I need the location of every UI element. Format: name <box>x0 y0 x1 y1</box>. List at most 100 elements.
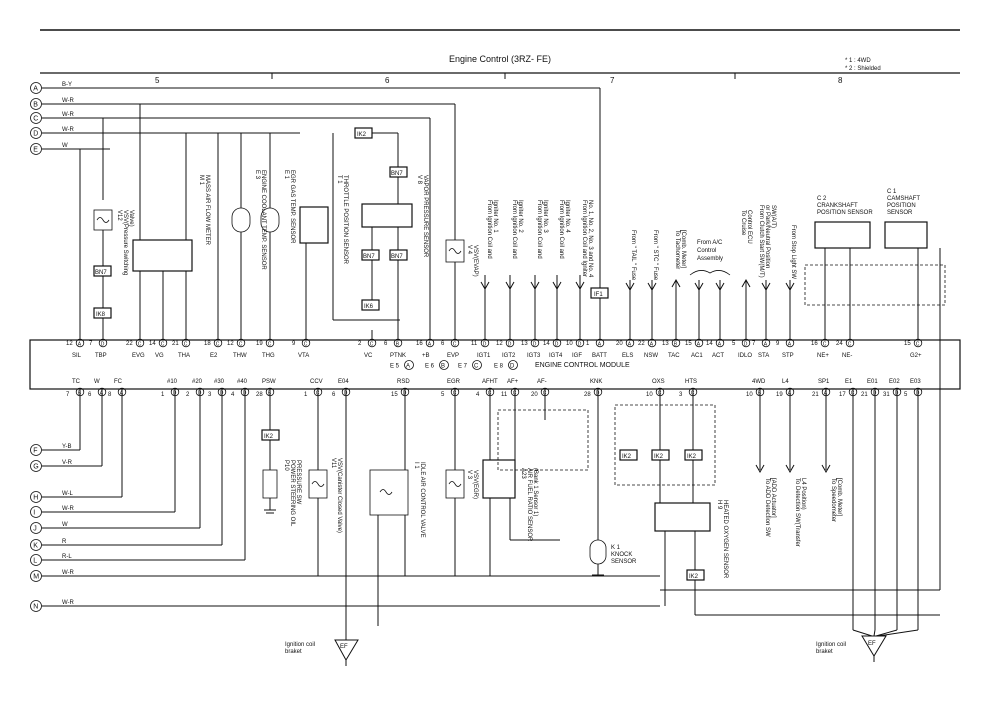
right-inputs <box>625 278 795 340</box>
ecu-top-pin-connector: A <box>697 342 701 348</box>
ecu-bottom-pin-name: W <box>94 379 100 385</box>
ecu-bottom-pin-name: E01 <box>867 379 878 385</box>
note-shielded: * 2 : Shielded <box>845 66 881 72</box>
ground-ef-left: EF Ignition coil braket <box>285 639 359 662</box>
svg-text:AIR FUEL RATIO SENSOR: AIR FUEL RATIO SENSOR <box>526 468 532 542</box>
igniter-label: From Ignition Coil and <box>558 200 564 259</box>
air-fuel-ratio-sensor-label: A23 AIR FUEL RATIO SENSOR (Bank 1 Sensor… <box>520 468 538 542</box>
ecu-bottom-pin-number: 19 <box>776 392 783 398</box>
connector-bn7-c-label: BN7 <box>363 254 375 260</box>
idle-air-control-valve-label: I 1 IDLE AIR CONTROL VALVE <box>413 462 425 538</box>
crankshaft-position-sensor <box>814 221 871 249</box>
igniter-inputs: From Ignition Coil and Igniter No. 1 From … <box>480 200 593 340</box>
ecu-top-pin-name: +B <box>422 353 430 359</box>
left-terminal-letter: I <box>33 510 35 517</box>
ecu-bottom-pin-number: 8 <box>108 392 112 398</box>
ecu-bottom-pin-number: 1 <box>161 392 165 398</box>
section-6: 6 <box>385 76 390 85</box>
connector-ik2-b-label: IK2 <box>264 434 274 440</box>
connector-bn7-a-label: BN7 <box>95 270 107 276</box>
igniter-label: Igniter No. 1 <box>492 200 498 233</box>
svg-text:CRANKSHAFT: CRANKSHAFT <box>817 203 858 209</box>
cruise-control-label: To Cruise Control ECU <box>740 210 752 244</box>
svg-text:A23: A23 <box>520 468 526 479</box>
svg-text:POWER STEERING OIL: POWER STEERING OIL <box>289 460 295 527</box>
ecu-top-pin-connector: C <box>304 342 308 348</box>
left-terminal-letter: G <box>33 464 38 471</box>
svg-text:KNOCK: KNOCK <box>611 552 632 558</box>
ecu-bottom-pin-number: 31 <box>883 392 890 398</box>
ecu-top-pin-name: G2+ <box>910 353 922 359</box>
ecu-connector-letter: C <box>474 364 479 370</box>
svg-text:V 8: V 8 <box>416 175 422 185</box>
section-5: 5 <box>155 76 160 85</box>
svg-text:K 1: K 1 <box>611 545 621 551</box>
ecu-top-pin-number: 21 <box>172 341 179 347</box>
ecu-bottom-pin-number: 21 <box>812 392 819 398</box>
left-terminal-letter: D <box>33 131 38 138</box>
knock-sensor <box>589 539 607 565</box>
ecu-top-pin-connector: C <box>823 342 827 348</box>
ecu-top-pin-number: 13 <box>662 341 669 347</box>
ecu-top-pin-name: STA <box>758 353 769 359</box>
ecu-bottom-pin-name: KNK <box>590 379 602 385</box>
igniter-label: From Ignition Coil and <box>536 200 542 259</box>
svg-text:P10: P10 <box>283 460 289 471</box>
ecu-bottom-pin-number: 1 <box>304 392 308 398</box>
vapor-pressure-sensor <box>361 203 413 228</box>
connector-ik2-a-label: IK2 <box>357 132 367 138</box>
ecu-top-pin-number: 15 <box>904 341 911 347</box>
ecu-top-pin-connector: A <box>764 342 768 348</box>
svg-text:VSV(EGR): VSV(EGR) <box>472 470 478 499</box>
ecu-connector-letter: D <box>510 364 515 370</box>
left-terminal-letter: F <box>33 448 37 455</box>
tachometer-label-2: [Comb. Meter] <box>680 230 686 268</box>
connector-bn7-d-label: BN7 <box>391 254 403 260</box>
tail-fuse-label: From " TAIL " Fuse <box>630 230 636 281</box>
svg-text:E 1: E 1 <box>283 170 289 180</box>
egr-gas-temp-sensor-label: E 1 EGR GAS TEMP. SENSOR <box>283 170 295 244</box>
ecu-top-pin-number: 13 <box>521 341 528 347</box>
svg-text:To Cruise: To Cruise <box>740 210 746 236</box>
ecu-bottom-pin-name: E1 <box>845 379 853 385</box>
ecu-top-pin-connector: A <box>788 342 792 348</box>
svg-text:CAMSHAFT: CAMSHAFT <box>887 196 920 202</box>
ecu-top-pin-connector: D <box>508 342 512 348</box>
ecu-top-pin-connector: D <box>483 342 487 348</box>
connector-ik2-e-label: IK2 <box>687 454 697 460</box>
heated-oxygen-sensor <box>654 502 711 532</box>
ecu-top-pin-connector: C <box>453 342 457 348</box>
ecu-bottom-pin-name: #10 <box>167 379 178 385</box>
ecu-bottom-pin-name: AF+ <box>507 379 519 385</box>
svg-text:SENSOR: SENSOR <box>611 559 637 565</box>
clutch-start-label: From Clutch Start SW(M/T) or Park/Neutra… <box>758 205 776 278</box>
connector-ik2-f-label: IK2 <box>689 574 699 580</box>
crankshaft-sensor-label: C 2 CRANKSHAFT POSITION SENSOR <box>817 196 873 216</box>
ecu-top-pin-number: 22 <box>638 341 645 347</box>
svg-text:Assembly: Assembly <box>697 256 723 262</box>
ecu-bottom-pin-number: 17 <box>839 392 846 398</box>
mass-air-flow-meter-label: M 1 MASS AIR FLOW METER <box>198 175 210 246</box>
svg-text:VSV(EVAP): VSV(EVAP) <box>472 245 478 277</box>
ecu-top-pin-name: SIL <box>72 353 82 359</box>
left-terminal-letter: K <box>33 543 38 550</box>
ecu-top-pin-number: 14 <box>706 341 713 347</box>
igniter-label: From Ignition Coil and <box>511 200 517 259</box>
ecu-top-pin-number: 12 <box>227 341 234 347</box>
svg-text:braket: braket <box>816 649 833 655</box>
ecu-bottom-pin-name: TC <box>72 379 81 385</box>
ecu-top-pin-number: 18 <box>204 341 211 347</box>
igniter-label: Igniter No. 2 <box>517 200 523 233</box>
ecu-bottom-pin-name: E03 <box>910 379 921 385</box>
transfer-l4-label: To Detection SW(Transfer L4 Position) <box>794 478 806 547</box>
svg-text:L4 Position): L4 Position) <box>800 478 806 510</box>
igniter-label: No. 1, No. 2, No. 3 and No. 4 <box>587 200 593 278</box>
left-terminal-letter: H <box>33 495 38 502</box>
ecu-connector-id: E 8 <box>494 364 504 370</box>
ecu-top-pin-number: 14 <box>149 341 156 347</box>
coolant-temp-sensor <box>231 207 251 233</box>
wire-label-yb: Y-B <box>62 444 71 450</box>
ecu-bottom-pin-number: 7 <box>66 392 70 398</box>
ecu-top-pin-name: VC <box>364 353 373 359</box>
ecu-top-pin-number: 9 <box>776 341 780 347</box>
